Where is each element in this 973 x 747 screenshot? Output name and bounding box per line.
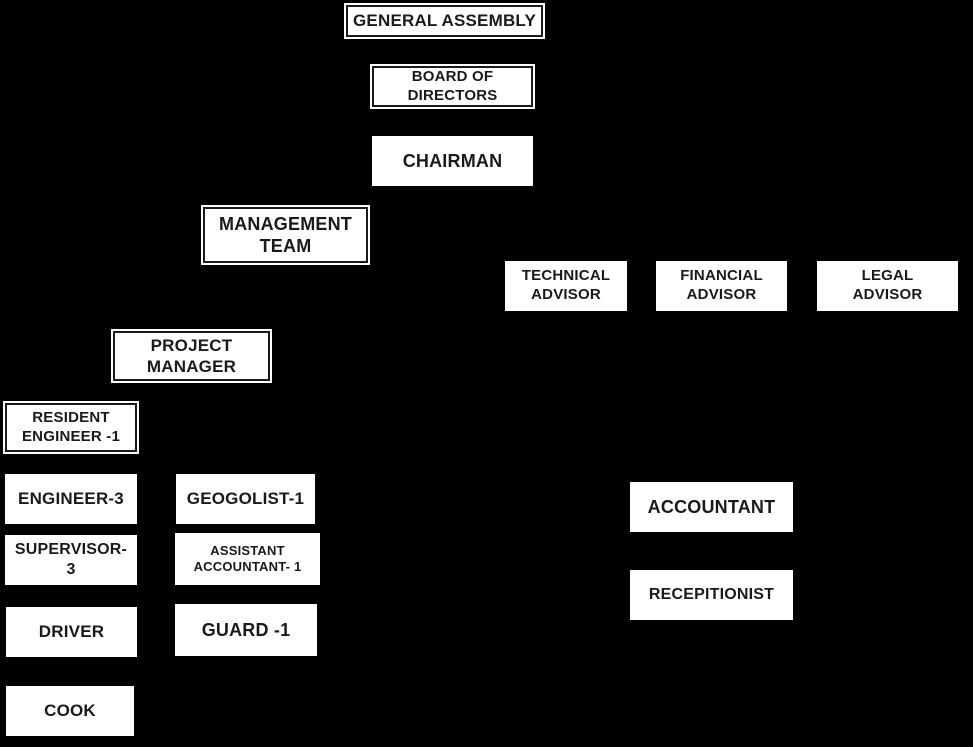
org-node-legal-advisor: LEGAL ADVISOR [817,261,958,311]
org-node-technical-advisor: TECHNICAL ADVISOR [505,261,627,311]
org-node-supervisor: SUPERVISOR- 3 [5,535,137,585]
org-node-driver: DRIVER [6,607,137,657]
org-node-board-of-directors: BOARD OF DIRECTORS [372,66,533,107]
org-node-management-team: MANAGEMENT TEAM [203,207,368,263]
org-node-financial-advisor: FINANCIAL ADVISOR [656,261,787,311]
org-node-geogolist: GEOGOLIST-1 [176,474,315,524]
org-node-chairman: CHAIRMAN [372,136,533,186]
org-node-assistant-accountant: ASSISTANT ACCOUNTANT- 1 [175,533,320,585]
org-node-guard: GUARD -1 [175,604,317,656]
org-node-general-assembly: GENERAL ASSEMBLY [346,5,543,37]
org-node-resident-engineer: RESIDENT ENGINEER -1 [5,403,137,452]
org-node-recepitionist: RECEPITIONIST [630,570,793,620]
org-node-cook: COOK [6,686,134,736]
org-node-project-manager: PROJECT MANAGER [113,331,270,381]
org-node-engineer: ENGINEER-3 [5,474,137,524]
org-node-accountant: ACCOUNTANT [630,482,793,532]
